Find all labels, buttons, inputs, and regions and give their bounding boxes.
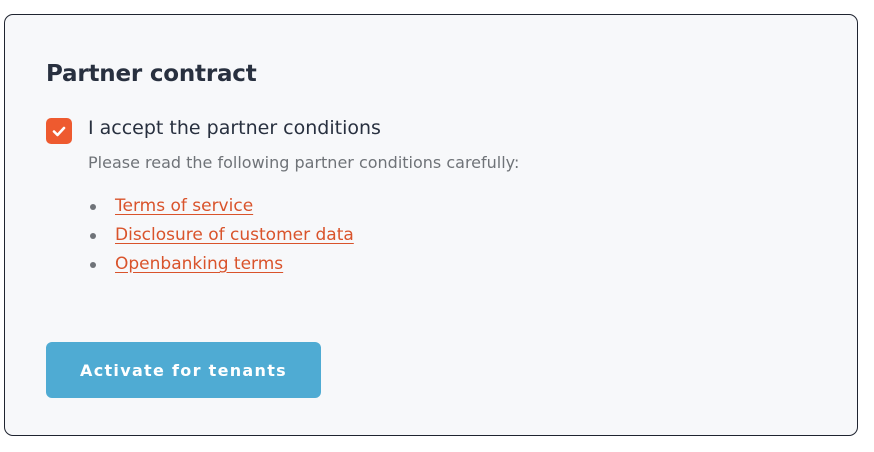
check-icon — [52, 126, 66, 136]
list-item: Openbanking terms — [88, 252, 354, 281]
bullet-icon — [90, 204, 96, 210]
activate-for-tenants-button[interactable]: Activate for tenants — [46, 342, 321, 398]
list-item: Disclosure of customer data — [88, 223, 354, 252]
partner-contract-card: Partner contract I accept the partner co… — [4, 14, 858, 436]
card-title: Partner contract — [46, 61, 257, 87]
disclosure-customer-data-link[interactable]: Disclosure of customer data — [115, 225, 354, 245]
accept-conditions-checkbox[interactable] — [46, 118, 72, 144]
bullet-icon — [90, 233, 96, 239]
list-item: Terms of service — [88, 194, 354, 223]
accept-conditions-label[interactable]: I accept the partner conditions — [88, 117, 381, 139]
conditions-hint: Please read the following partner condit… — [88, 153, 520, 172]
bullet-icon — [90, 262, 96, 268]
terms-of-service-link[interactable]: Terms of service — [115, 196, 254, 216]
openbanking-terms-link[interactable]: Openbanking terms — [115, 254, 284, 274]
conditions-link-list: Terms of service Disclosure of customer … — [88, 194, 354, 281]
